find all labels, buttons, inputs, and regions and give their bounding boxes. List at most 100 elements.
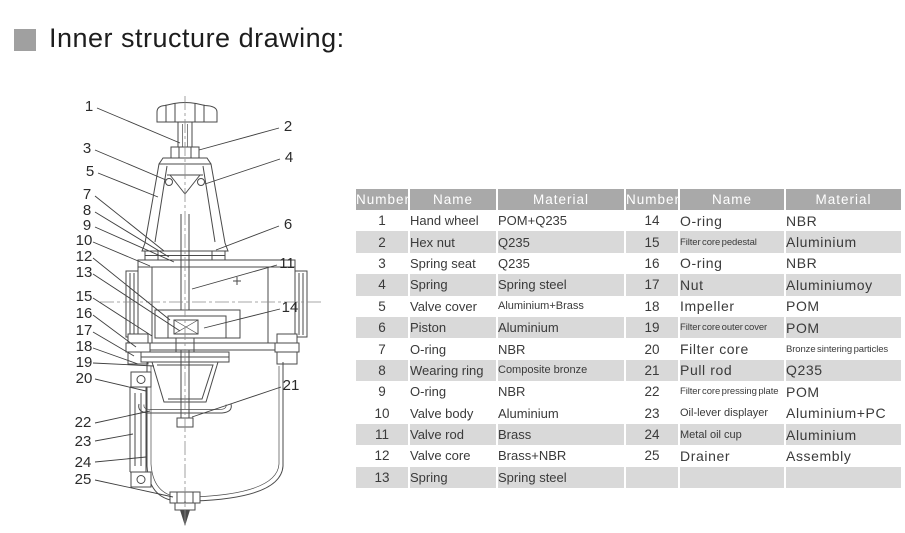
part-number-cell: 23 [644,405,660,421]
part-material-cell: Composite bronze [498,359,624,382]
part-name-cell: Hex nut [410,231,496,253]
part-number-cell: 7 [378,341,386,357]
table-row: 10 Valve body Aluminium 23 Oil-lever display… [356,403,901,424]
valve-body-shape [137,259,296,351]
part-material-cell: Aluminium+PC [786,405,887,422]
leader-line-25 [94,479,174,498]
leader-line-19 [92,362,155,367]
leader-line-3 [94,149,167,181]
part-material-cell: Spring steel [498,466,624,489]
part-name-cell: O-ring [680,212,723,229]
leader-line-17 [92,331,135,357]
part-number-cell: 24 [626,423,678,446]
part-material-cell: NBR [498,341,526,357]
part-number-cell: 17 [626,274,678,296]
leader-line-18 [92,347,139,365]
part-number-cell: 11 [356,423,408,446]
parts-table: Number Name Material Number Name Materia… [354,189,903,489]
part-material-cell: Aluminium [786,231,901,253]
leader-line-21 [191,386,282,418]
valve-core-shape [173,319,199,335]
callout-label-25: 25 [75,471,92,488]
part-material-cell: Aluminium [498,405,559,421]
part-name-cell: Nut [680,274,784,296]
callout-label-2: 2 [284,118,292,135]
part-number-cell: 3 [378,255,386,271]
part-number-cell: 22 [644,384,660,400]
leader-line-22 [94,410,151,424]
leader-lines [92,107,282,498]
leader-line-2 [198,127,280,151]
callout-label-14: 14 [282,299,299,316]
callout-label-22: 22 [75,414,92,431]
header-number: Number [356,189,408,210]
leader-line-16 [92,314,137,348]
part-name-cell: O-ring [410,341,447,357]
part-number-cell: 16 [644,255,660,271]
filter-pedestal-shape [140,351,230,363]
callout-label-1: 1 [85,98,93,115]
part-material-cell: POM [786,383,820,400]
leader-line-6 [215,225,280,251]
part-material-cell: NBR [786,255,818,272]
callout-label-11: 11 [279,255,295,272]
leader-line-8 [94,211,170,258]
part-material-cell [786,466,901,489]
part-number-cell: 12 [374,448,390,464]
callout-label-4: 4 [285,149,293,166]
part-name-cell: Valve cover [410,298,477,314]
part-name-cell: O-ring [680,255,723,272]
leader-line-12 [92,257,171,321]
callout-label-8: 8 [83,202,91,219]
part-name-cell: Valve core [410,448,471,464]
part-material-cell: Aluminium [498,316,624,339]
leader-line-4 [204,158,281,185]
pressing-plate-shape [138,403,232,414]
part-material-cell: NBR [498,384,526,400]
callout-label-3: 3 [83,140,91,157]
part-name-cell: Filter core pressing plate [680,386,779,398]
part-name-cell: Valve body [410,405,474,421]
part-name-cell: Piston [410,316,496,339]
part-material-cell: POM [786,298,820,315]
leader-line-9 [94,226,175,263]
callout-label-10: 10 [76,232,93,249]
filter-core-shape [151,361,219,403]
leader-line-15 [92,297,153,337]
part-number-cell: 18 [644,298,660,314]
leader-line-23 [94,433,134,442]
header-material: Material [786,189,901,210]
part-number-cell: 5 [378,298,386,314]
part-number-cell: 6 [356,316,408,339]
part-material-cell: NBR [786,212,818,229]
leader-line-14 [203,308,281,329]
part-name-cell: Wearing ring [410,359,496,382]
part-name-cell: Spring seat [410,255,476,271]
part-name-cell: Drainer [680,447,731,464]
table-row: 3 Spring seat Q235 16 O-ring NBR [356,253,901,274]
header-material: Material [498,189,624,210]
leader-line-5 [97,172,159,198]
oil-cup-shape [146,362,284,502]
section-title: Inner structure drawing: [14,23,345,54]
callout-label-20: 20 [76,370,93,387]
part-number-cell: 19 [626,316,678,339]
part-name-cell: Filter core pedestal [680,231,784,253]
part-material-cell: Q235 [498,255,530,271]
header-name: Name [410,189,496,210]
part-name-cell: Oil-lever displayer [680,407,769,420]
valve-rod-shape [180,214,190,316]
part-material-cell: Q235 [498,231,624,253]
part-number-cell: 10 [374,405,390,421]
part-name-cell [680,466,784,489]
callout-label-23: 23 [75,433,92,450]
part-name-cell: O-ring [410,384,447,400]
part-material-cell: POM [786,316,901,339]
part-number-cell: 25 [644,448,660,464]
